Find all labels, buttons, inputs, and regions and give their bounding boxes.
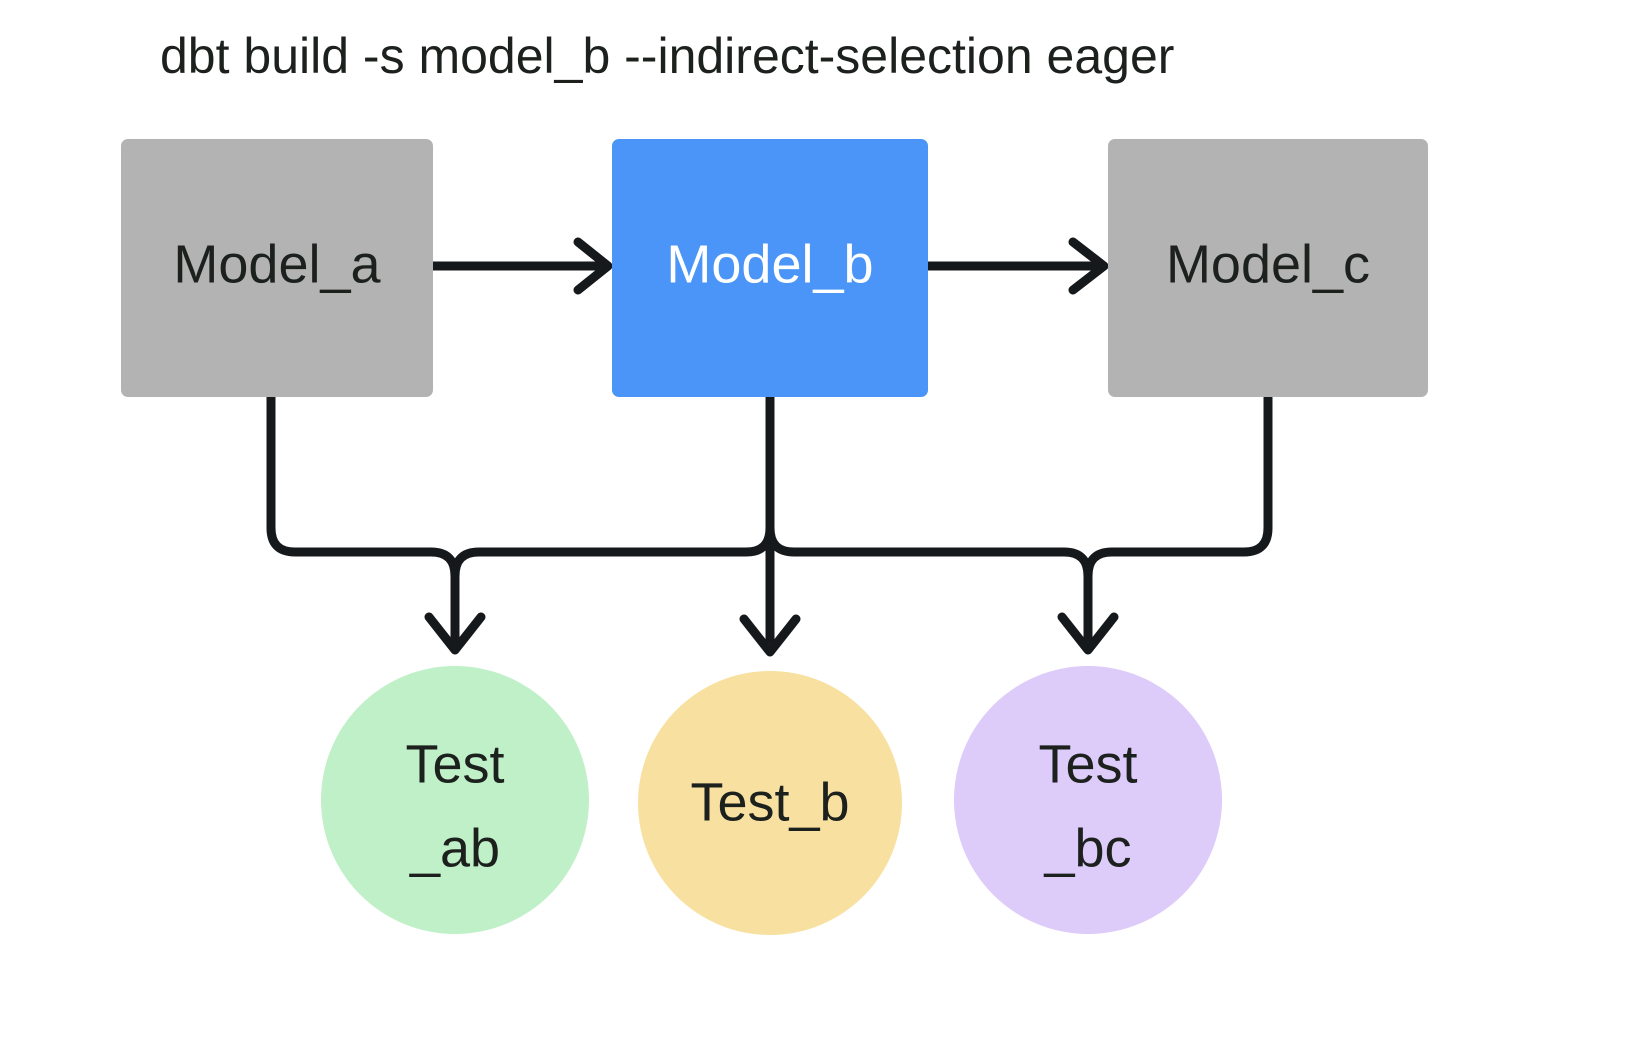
- model-b-box[interactable]: [612, 139, 928, 397]
- node-model-b[interactable]: Model_b: [612, 139, 928, 397]
- edge-model-c-to-test-bc: [1083, 392, 1273, 643]
- test-ab-label-line2: _ab: [409, 818, 500, 878]
- edge-model-a-to-model-b: [428, 237, 613, 295]
- node-test-bc[interactable]: Test _bc: [954, 666, 1222, 934]
- node-test-b[interactable]: Test_b: [638, 671, 902, 935]
- test-b-label: Test_b: [690, 772, 849, 832]
- test-b-circle[interactable]: [638, 671, 902, 935]
- model-c-label: Model_c: [1166, 234, 1370, 294]
- edge-model-b-to-model-c: [923, 237, 1109, 295]
- model-a-box[interactable]: [121, 139, 433, 397]
- node-test-ab[interactable]: Test _ab: [321, 666, 589, 934]
- node-model-a[interactable]: Model_a: [121, 139, 433, 397]
- test-bc-label-line1: Test: [1038, 734, 1137, 794]
- edge-model-a-to-test-ab: [266, 392, 486, 655]
- model-a-label: Model_a: [173, 234, 381, 294]
- edge-model-b-to-test-bc: [765, 392, 1119, 655]
- page-title: dbt build -s model_b --indirect-selectio…: [160, 28, 1174, 84]
- test-ab-label-line1: Test: [405, 734, 504, 794]
- node-model-c[interactable]: Model_c: [1108, 139, 1428, 397]
- test-bc-label-line2: _bc: [1043, 818, 1131, 878]
- edge-model-b-to-test-ab: [450, 392, 775, 643]
- test-bc-circle[interactable]: [954, 666, 1222, 934]
- model-c-box[interactable]: [1108, 139, 1428, 397]
- test-ab-circle[interactable]: [321, 666, 589, 934]
- model-b-label: Model_b: [666, 234, 873, 294]
